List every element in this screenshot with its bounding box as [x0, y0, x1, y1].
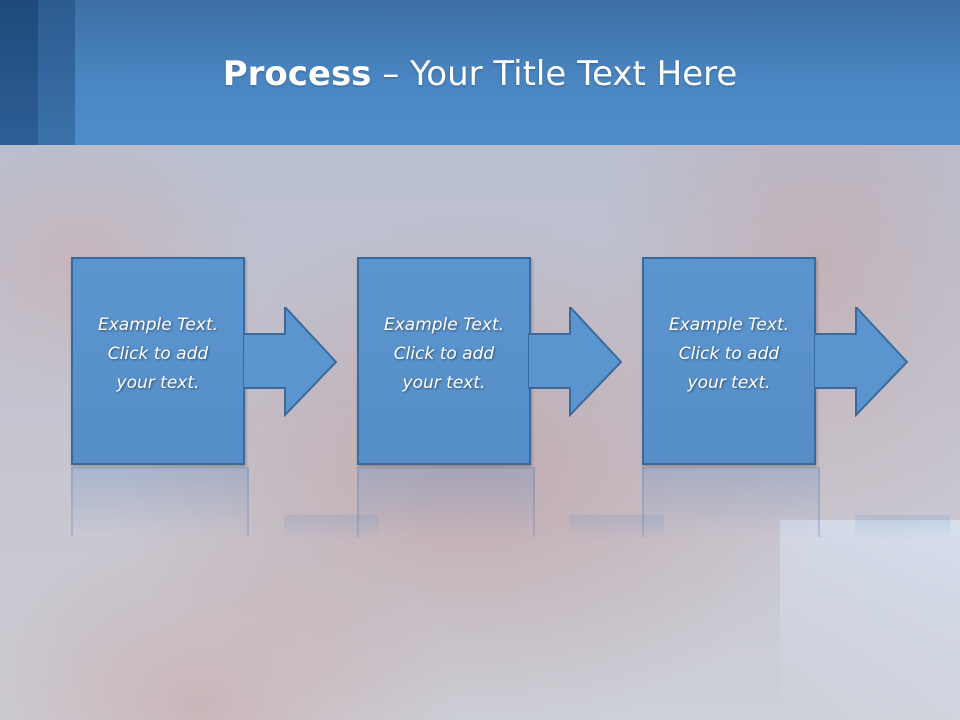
- process-step-3[interactable]: Example Text. Click to add your text.: [642, 257, 816, 465]
- title-rest: – Your Title Text Here: [371, 54, 738, 94]
- process-box: Example Text. Click to add your text.: [71, 257, 245, 465]
- process-step-2[interactable]: Example Text. Click to add your text.: [357, 257, 531, 465]
- slide-title[interactable]: Process – Your Title Text Here: [0, 52, 960, 96]
- right-arrow-icon: [814, 307, 909, 417]
- arrow-2-reflection: [569, 515, 664, 540]
- right-arrow-icon: [528, 307, 623, 417]
- process-box-text[interactable]: Example Text. Click to add your text.: [383, 315, 505, 393]
- arrow-1-reflection: [284, 515, 379, 540]
- step-1-reflection: [71, 467, 249, 537]
- right-arrow-icon: [243, 307, 338, 417]
- step-2-reflection: [357, 467, 535, 537]
- process-box: Example Text. Click to add your text.: [357, 257, 531, 465]
- process-step-1[interactable]: Example Text. Click to add your text.: [71, 257, 245, 465]
- header-stripe-dark: [0, 0, 38, 145]
- title-bold: Process: [222, 54, 372, 94]
- step-3-reflection: [642, 467, 820, 537]
- arrow-3-reflection: [855, 515, 950, 540]
- header-band: Process – Your Title Text Here: [0, 0, 960, 145]
- background-highlight: [780, 520, 960, 720]
- process-box: Example Text. Click to add your text.: [642, 257, 816, 465]
- process-box-text[interactable]: Example Text. Click to add your text.: [668, 315, 790, 393]
- header-stripe-mid: [38, 0, 75, 145]
- process-box-text[interactable]: Example Text. Click to add your text.: [97, 315, 219, 393]
